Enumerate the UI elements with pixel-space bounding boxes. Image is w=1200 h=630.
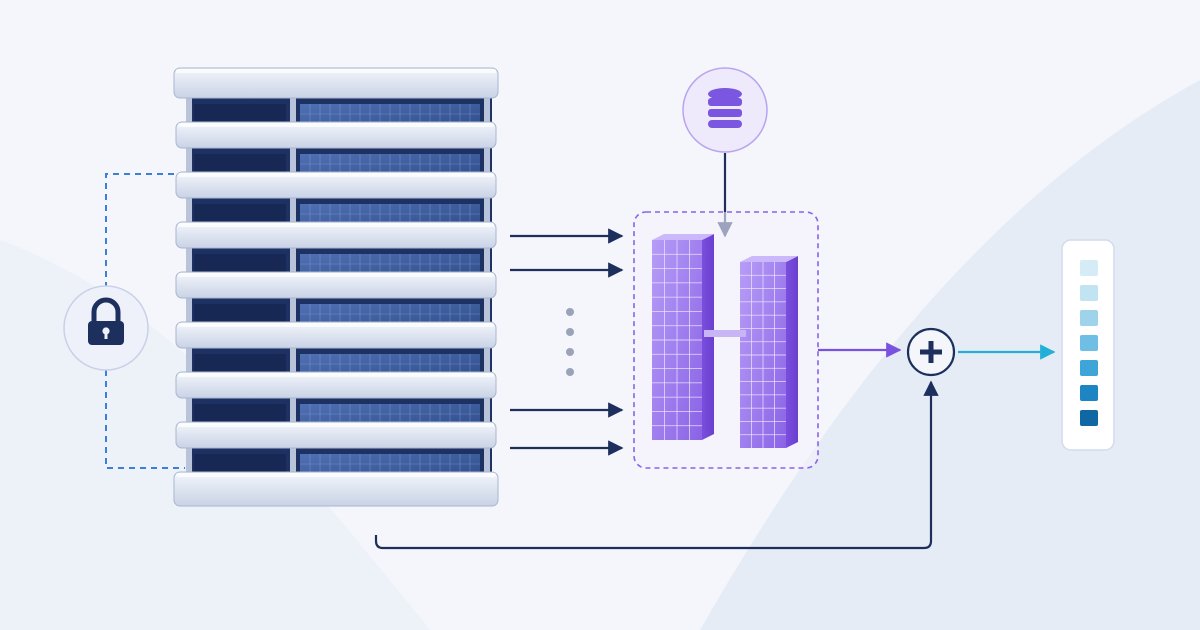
server-tray [175, 271, 497, 299]
server-tray [175, 321, 497, 349]
plus-circle-icon [906, 327, 956, 377]
lock-icon [88, 297, 124, 345]
output-scale-cell [1080, 385, 1098, 401]
ellipsis-dots [566, 308, 574, 376]
skip-connection-path [374, 380, 939, 550]
output-scale-cell [1080, 310, 1098, 326]
server-tray [175, 221, 497, 249]
output-scale-cell [1080, 285, 1098, 301]
server-stack [173, 67, 499, 507]
server-tray [175, 121, 497, 149]
database-icon [708, 88, 742, 128]
model-block-right [740, 256, 798, 448]
output-scale-cell [1080, 360, 1098, 376]
model-connector [704, 330, 746, 337]
output-scale-cell [1080, 260, 1098, 276]
server-tray [175, 421, 497, 449]
model-block-left [652, 234, 714, 440]
output-scale [1080, 260, 1098, 426]
server-tray [175, 371, 497, 399]
server-tray [173, 67, 499, 99]
server-tray [175, 171, 497, 199]
output-scale-cell [1080, 335, 1098, 351]
server-tray [173, 471, 499, 507]
output-scale-cell [1080, 410, 1098, 426]
